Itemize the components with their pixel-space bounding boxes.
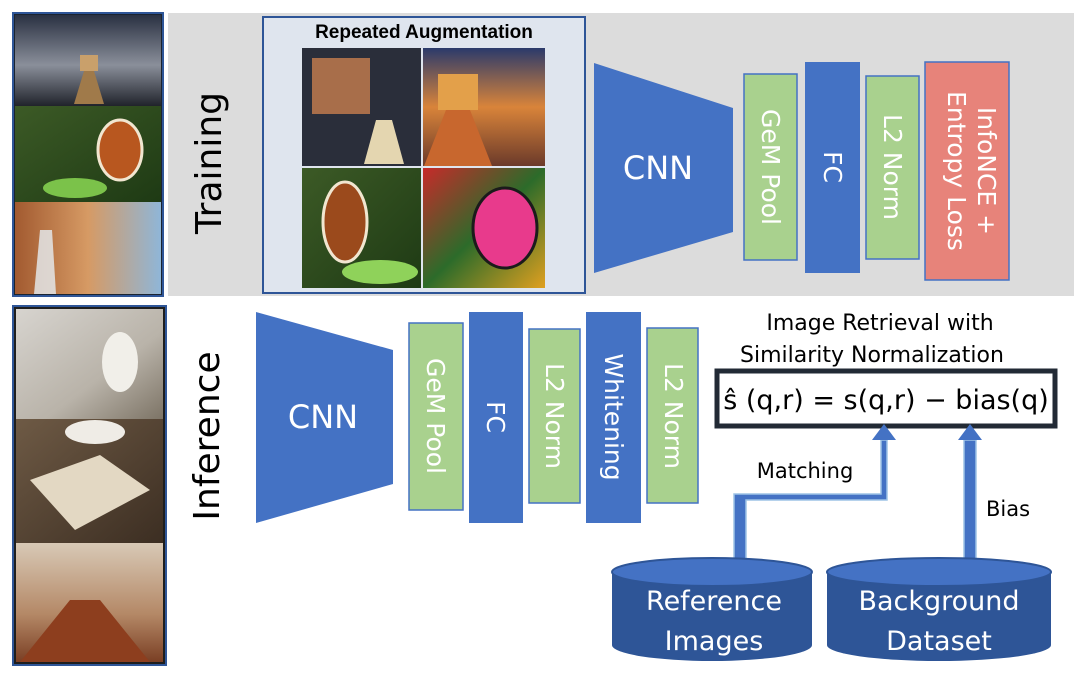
bias-arrow — [958, 424, 982, 571]
training-loss-label-line2: Entropy Loss — [942, 91, 971, 251]
training-image-strip — [12, 12, 164, 297]
reference-db-line2: Images — [665, 626, 764, 657]
background-dataset-database: Background Dataset — [826, 557, 1052, 661]
tunnel-photo — [16, 309, 163, 419]
inference-fc-block — [469, 312, 523, 523]
training-gem-pool-block — [743, 73, 798, 261]
training-gem-pool-label: GeM Pool — [756, 109, 785, 225]
pier-house — [80, 55, 98, 71]
augmentation-title: Repeated Augmentation — [315, 22, 533, 43]
bias-arrow-shaft — [963, 439, 977, 571]
reference-images-database: Reference Images — [611, 557, 813, 661]
training-label: Training — [189, 92, 230, 235]
inference-whitening-block — [586, 312, 641, 523]
augmentation-box: Repeated Augmentation — [262, 16, 586, 294]
bias-arrow-head — [958, 424, 982, 440]
formula-box — [714, 368, 1058, 429]
aug-crop-3-butterfly — [321, 180, 369, 264]
bias-label: Bias — [986, 497, 1030, 521]
inference-cnn-block — [256, 312, 393, 523]
background-db-body — [827, 572, 1051, 661]
reference-db-top — [611, 557, 813, 587]
teacup — [65, 420, 125, 444]
inference-l2-norm-2-label: L2 Norm — [659, 363, 688, 469]
inference-fc-label: FC — [481, 401, 510, 433]
aug-crop-3-fern — [342, 260, 418, 284]
inference-gem-pool-label: GeM Pool — [421, 358, 450, 474]
aug-crop-2-pier — [424, 110, 492, 166]
training-cnn-label: CNN — [623, 149, 693, 187]
training-loss-block — [924, 61, 1010, 281]
tunnel-arch — [102, 332, 138, 392]
retrieval-title-line2: Similarity Normalization — [740, 343, 1004, 368]
aug-crop-1-inset — [312, 58, 370, 114]
background-db-line1: Background — [858, 586, 1019, 617]
training-loss-label-line1: InfoNCE + — [972, 107, 1001, 235]
aug-crop-1-pier — [364, 120, 404, 164]
training-fc-block — [805, 62, 860, 273]
inference-l2-norm-2-block — [646, 327, 699, 504]
aug-crop-2-house — [438, 74, 478, 110]
background-db-line2: Dataset — [886, 626, 992, 657]
retrieval-title-line1: Image Retrieval with — [766, 311, 993, 336]
training-l2-norm-block — [865, 75, 920, 260]
inference-l2-norm-label: L2 Norm — [540, 363, 569, 469]
open-book-page — [30, 455, 150, 530]
forest-path — [20, 600, 150, 662]
pier-walkway — [74, 71, 104, 104]
training-fc-label: FC — [818, 151, 847, 183]
inference-image-strip — [12, 305, 167, 666]
inference-whitening-label: Whitening — [599, 353, 628, 480]
background-db-top — [826, 557, 1052, 587]
reference-db-body — [612, 572, 812, 661]
reference-db-line1: Reference — [646, 586, 782, 617]
butterfly-wing — [96, 118, 144, 182]
inference-l2-norm-block — [528, 328, 581, 504]
inference-label: Inference — [187, 351, 228, 520]
matching-arrow-head — [872, 424, 896, 440]
formula-text: ŝ (q,r) = s(q,r) − bias(q) — [723, 385, 1049, 416]
matching-arrow — [733, 424, 896, 571]
waterfall — [34, 230, 56, 294]
fern-leaf — [43, 178, 107, 198]
inference-cnn-label: CNN — [288, 398, 358, 436]
inference-gem-pool-block — [408, 322, 464, 511]
training-l2-norm-label: L2 Norm — [878, 114, 907, 220]
training-cnn-block — [594, 63, 733, 273]
matching-label: Matching — [757, 459, 854, 483]
aug-crop-4-butterfly — [471, 186, 539, 270]
